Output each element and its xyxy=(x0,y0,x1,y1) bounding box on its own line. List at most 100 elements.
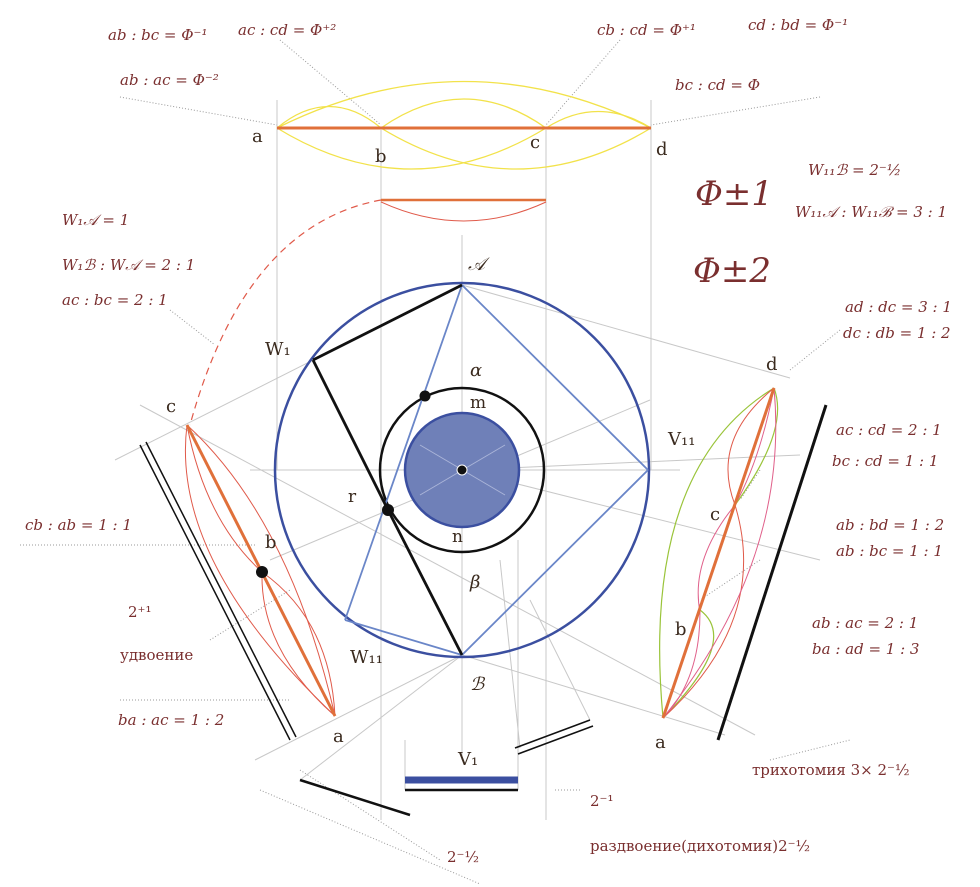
black-construction xyxy=(311,283,464,656)
outer-circle xyxy=(273,281,651,659)
left-label-b: b xyxy=(265,532,277,553)
dashed-transfer-arc xyxy=(189,199,382,426)
left-arc-4 xyxy=(186,424,336,717)
left-arc-5 xyxy=(261,571,336,717)
right-arc-red-1 xyxy=(662,387,775,719)
radial-guide-c xyxy=(461,469,821,561)
w11b-label: W₁₁ℬ = 2⁻½ xyxy=(808,161,901,179)
right-label-b: b xyxy=(675,619,687,640)
right-arc-green-3 xyxy=(734,387,779,506)
middle-circle xyxy=(378,386,546,554)
left-panel xyxy=(139,424,337,741)
right-panel xyxy=(659,387,828,741)
left-label-c: c xyxy=(166,396,176,417)
line-V11-B xyxy=(461,469,649,656)
label-r: r xyxy=(348,487,357,507)
ratio-cb-cd: cb : cd = Φ⁺¹ xyxy=(597,21,696,39)
left-arc-2 xyxy=(186,424,263,573)
label-n: n xyxy=(452,527,463,547)
ratio-ab-ac: ab : ac = Φ⁻² xyxy=(120,71,219,89)
right-arc-pink-2 xyxy=(662,387,777,719)
right-ratio-ac-cd: ac : cd = 2 : 1 xyxy=(836,421,942,439)
line-A-V11 xyxy=(461,284,649,471)
left-double-line-2 xyxy=(145,441,297,738)
right-ratio-ab-bd: ab : bd = 1 : 2 xyxy=(836,516,944,534)
left-ratio-cb-ab: cb : ab = 1 : 1 xyxy=(25,516,132,534)
leader-ad-dc xyxy=(789,329,841,371)
w11a-w11b-label: W₁₁𝒜 : W₁₁ℬ = 3 : 1 xyxy=(795,203,947,221)
line-r-B xyxy=(386,509,464,656)
label-V11: V₁₁ xyxy=(667,429,695,450)
top-label-d: d xyxy=(656,139,668,160)
label-W1: W₁ xyxy=(265,339,291,360)
right-ratio-ba-ad: ba : ad = 1 : 3 xyxy=(812,640,919,658)
bottom-two-minus-half: 2⁻½ xyxy=(447,848,479,866)
top-label-a: a xyxy=(252,126,263,147)
top-label-c: c xyxy=(530,132,540,153)
trichotomy-label: трихотомия 3× 2⁻½ xyxy=(752,761,910,779)
leader-two-minus-half xyxy=(299,769,441,861)
right-arc-green-2 xyxy=(662,609,715,719)
radial-line-left-down xyxy=(254,654,463,761)
ratio-cd-bd: cd : bd = Φ⁻¹ xyxy=(748,16,848,34)
right-ratio-bc-cd: bc : cd = 1 : 1 xyxy=(832,452,938,470)
right-label-c: c xyxy=(710,504,720,525)
right-arc-green-1 xyxy=(659,387,775,719)
phi-pm2-label: Φ±2 xyxy=(693,251,771,291)
right-ratio-ab-bc: ab : bc = 1 : 1 xyxy=(836,542,943,560)
leader-trichotomy xyxy=(769,739,851,761)
left-arc-1 xyxy=(184,424,336,717)
bottom-right-bar-1 xyxy=(514,719,591,749)
phi-pm1-label: Φ±1 xyxy=(695,174,773,214)
leader-ab-ac xyxy=(119,96,278,126)
guide-bottom-right-2 xyxy=(529,599,591,721)
right-ratio-dc-db: dc : db = 1 : 2 xyxy=(843,324,951,342)
leader-lines xyxy=(20,39,851,885)
line-A-W1 xyxy=(312,283,463,362)
bottom-bars xyxy=(299,719,594,817)
bottom-left-bar xyxy=(299,778,411,817)
bottom-right-bar-2 xyxy=(517,725,594,755)
leader-bottom-left xyxy=(259,789,481,885)
label-A: 𝒜 xyxy=(468,254,490,275)
point-r xyxy=(382,504,394,516)
ratio-ac-cd: ac : cd = Φ⁺² xyxy=(238,21,336,39)
label-alpha: α xyxy=(470,360,482,381)
left-double-line-1 xyxy=(139,444,291,741)
bottom-two-minus: 2⁻¹ xyxy=(590,792,613,810)
guide-bottom-left xyxy=(299,654,463,781)
right-arc-pink-1 xyxy=(662,387,775,719)
guide-bottom-right xyxy=(499,559,521,749)
center-point xyxy=(456,464,468,476)
right-label-a: a xyxy=(655,732,666,753)
point-alpha xyxy=(419,390,431,402)
arc-ac-bottom xyxy=(276,127,547,170)
leader-right-mid xyxy=(699,559,761,601)
line-W1-r xyxy=(311,359,390,511)
arc-ad-top xyxy=(276,80,652,129)
blue-construction xyxy=(344,284,649,656)
ratio-ab-bc: ab : bc = Φ⁻¹ xyxy=(108,26,207,44)
label-B: ℬ xyxy=(470,674,486,695)
leader-ac-bc xyxy=(169,309,216,346)
label-V1: V₁ xyxy=(457,749,478,770)
leader-ac-cd xyxy=(279,39,382,126)
radial-line-right-down xyxy=(461,654,726,736)
right-label-d: d xyxy=(766,354,778,375)
arc-bc-top xyxy=(380,98,547,129)
left-point-b xyxy=(256,566,268,578)
line-W11-B xyxy=(344,619,463,656)
right-ratio-ab-ac: ab : ac = 2 : 1 xyxy=(812,614,918,632)
leader-doubling xyxy=(209,589,291,641)
left-ratio-ba-ac: ba : ac = 1 : 2 xyxy=(118,711,224,729)
ratio-bc-cd: bc : cd = Φ xyxy=(675,76,760,94)
label-beta: β xyxy=(469,572,480,593)
arc-cd-top xyxy=(545,110,652,129)
leader-right-upper xyxy=(739,469,761,501)
dichotomy-label: раздвоение(дихотомия)2⁻½ xyxy=(590,837,810,855)
top-segment-group xyxy=(276,80,652,222)
label-W11: W₁₁ xyxy=(350,647,383,668)
top-label-b: b xyxy=(375,146,387,167)
